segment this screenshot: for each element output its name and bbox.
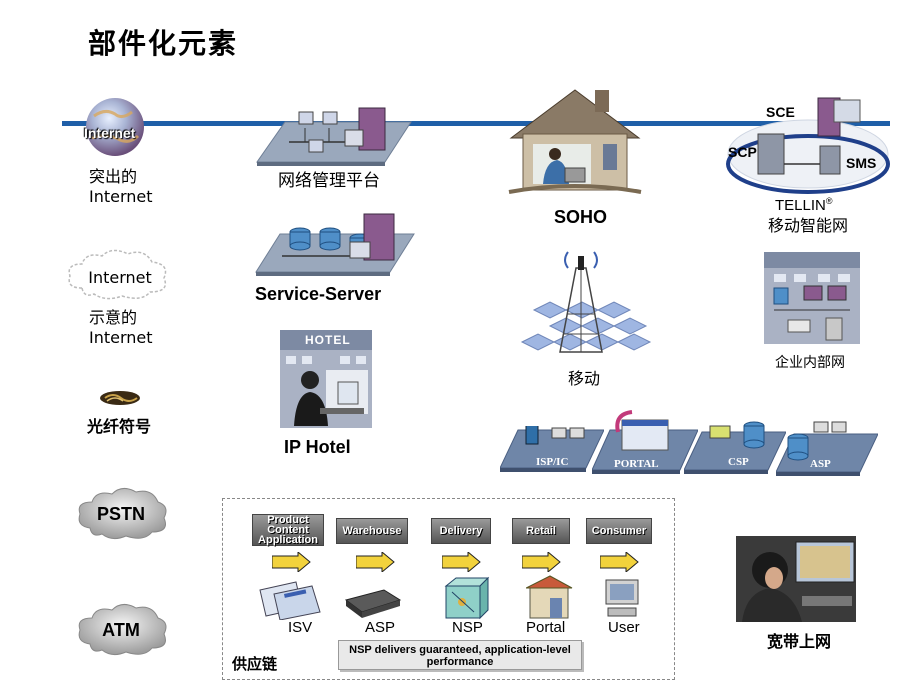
platform-row: ISP/IC PORTAL CSP ASP	[500, 408, 878, 476]
hotel-sign: HOTEL	[305, 333, 351, 347]
step-warehouse: Warehouse	[336, 518, 408, 544]
pstn-cloud-icon	[78, 488, 167, 540]
arrow-right-icon	[356, 552, 395, 572]
network-mgmt-platform-icon	[256, 107, 412, 166]
internet-cloud-caption-2: Internet	[89, 328, 153, 347]
nsp-note-box: NSP delivers guaranteed, application-lev…	[338, 640, 582, 670]
nsp-note-line-2: performance	[426, 656, 494, 668]
page-title: 部件化元素	[88, 27, 239, 60]
step-bottom-isv: ISV	[288, 619, 313, 636]
atm-label: ATM	[102, 620, 140, 640]
step-label: Consumer	[591, 525, 647, 537]
ip-hotel-icon	[280, 330, 372, 428]
step-label: Retail	[526, 525, 556, 537]
internet-globe-caption-1: 突出的	[89, 167, 138, 186]
broadband-label: 宽带上网	[767, 632, 832, 651]
step-bottom-portal: Portal	[526, 619, 566, 636]
platform-portal	[592, 410, 698, 474]
tellin-reg-mark: ®	[825, 196, 833, 206]
step-label-1: Product	[267, 514, 309, 526]
internet-cloud-caption-1: 示意的	[89, 308, 138, 327]
enterprise-label: 企业内部网	[775, 355, 845, 371]
internet-globe-icon	[86, 98, 144, 156]
portal-store-icon	[526, 575, 573, 619]
service-server-icon	[255, 213, 415, 276]
platform-portal-label: PORTAL	[614, 458, 659, 470]
network-mgmt-label: 网络管理平台	[278, 171, 380, 191]
fiber-symbol-icon	[100, 391, 140, 405]
internet-globe-caption-2: Internet	[89, 187, 153, 206]
step-label: Warehouse	[342, 525, 402, 537]
atm-cloud-icon	[78, 604, 167, 656]
platform-isp-ic	[500, 426, 604, 472]
nsp-network-cube-icon	[444, 576, 490, 620]
step-bottom-user: User	[608, 619, 640, 636]
soho-house-icon	[508, 89, 642, 194]
platform-csp	[684, 421, 786, 474]
supply-chain-caption: 供应链	[232, 655, 278, 673]
arrow-right-icon	[600, 552, 639, 572]
broadband-user-photo	[736, 536, 856, 622]
platform-asp	[776, 421, 878, 476]
isv-documents-icon	[259, 581, 321, 620]
step-retail: Retail	[512, 518, 570, 544]
mobile-tower-icon	[520, 251, 652, 353]
tellin-caption: 移动智能网	[768, 216, 849, 235]
step-bottom-asp: ASP	[365, 619, 396, 636]
user-computer-icon	[605, 579, 639, 617]
sce-label: SCE	[766, 104, 795, 120]
backbone-line	[62, 121, 890, 126]
sms-label: SMS	[846, 155, 877, 171]
step-delivery: Delivery	[431, 518, 491, 544]
step-label: Delivery	[439, 525, 483, 537]
enterprise-building-icon	[764, 252, 860, 344]
asp-server-icon	[344, 589, 402, 618]
pstn-label: PSTN	[96, 504, 145, 524]
arrow-right-icon	[272, 552, 311, 572]
step-bottom-nsp: NSP	[452, 619, 483, 636]
arrow-right-icon	[522, 552, 561, 572]
scp-label: SCP	[728, 144, 757, 160]
soho-label: SOHO	[554, 207, 608, 227]
step-label-3: Application	[258, 534, 318, 546]
supply-chain-box	[222, 498, 675, 680]
arrow-right-icon	[442, 552, 481, 572]
platform-csp-label: CSP	[728, 456, 749, 468]
fiber-caption: 光纤符号	[87, 417, 152, 436]
step-label-2: Content	[267, 524, 309, 536]
internet-cloud-icon	[68, 249, 167, 300]
tellin-platform-icon	[726, 97, 890, 194]
internet-globe-label: Internet	[84, 125, 136, 141]
tellin-label-wrap: TELLIN®	[775, 196, 833, 214]
platform-asp-label: ASP	[810, 458, 831, 470]
step-product-content-application: Product Content Application	[252, 514, 324, 546]
ip-hotel-label: IP Hotel	[284, 437, 351, 457]
internet-cloud-label: Internet	[88, 268, 152, 287]
nsp-note-line-1: NSP delivers guaranteed, application-lev…	[349, 644, 571, 656]
tellin-label: TELLIN	[775, 197, 826, 214]
service-server-label: Service-Server	[255, 284, 382, 304]
platform-isp-ic-label: ISP/IC	[536, 456, 569, 468]
mobile-label: 移动	[568, 369, 601, 388]
step-consumer: Consumer	[586, 518, 652, 544]
